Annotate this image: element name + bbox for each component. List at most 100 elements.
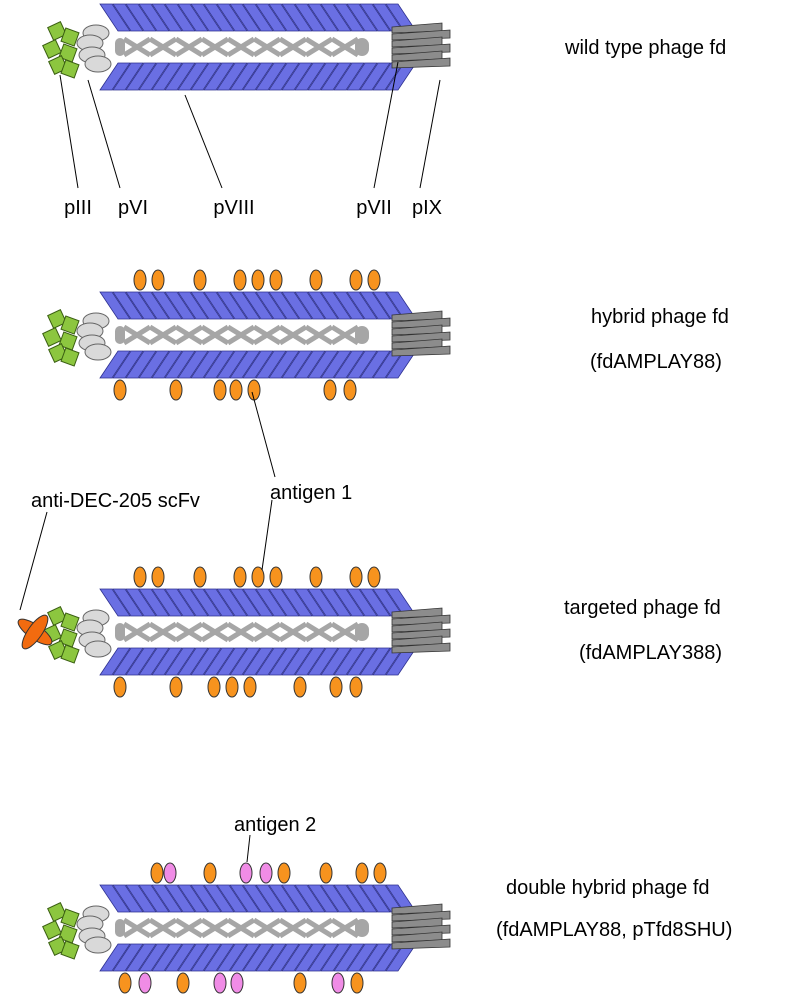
piii-icon xyxy=(60,347,80,367)
piii-icon xyxy=(47,309,67,329)
pviii-subunit xyxy=(99,350,131,379)
pviii-subunit xyxy=(164,350,196,379)
antigen-1-icon xyxy=(269,269,283,291)
label-pix: pIX xyxy=(411,197,443,219)
antigen-1-icon xyxy=(150,862,164,884)
antigen-1-icon xyxy=(269,566,283,588)
pviii-subunit xyxy=(281,943,313,972)
pviii-subunit xyxy=(333,3,365,32)
pviii-subunit xyxy=(268,588,300,617)
leader-lines xyxy=(19,61,441,863)
pviii-subunit xyxy=(190,62,222,91)
pviii-subunit xyxy=(190,350,222,379)
dna-segment xyxy=(252,324,282,346)
antigen-1-icon xyxy=(367,566,381,588)
pviii-subunit xyxy=(229,350,261,379)
antigen-1-icon xyxy=(203,862,217,884)
pviii-subunit xyxy=(125,291,157,320)
displayed-antigens xyxy=(113,269,381,401)
piii-cluster xyxy=(42,21,80,79)
pviii-subunit xyxy=(242,588,274,617)
pviii-subunit xyxy=(255,3,287,32)
pviii-subunit xyxy=(268,291,300,320)
pviii-subunit xyxy=(333,647,365,676)
antigen-1-icon xyxy=(133,269,147,291)
pviii-subunit xyxy=(138,588,170,617)
label-antigen-1: antigen 1 xyxy=(270,482,353,504)
dna-segment xyxy=(148,324,178,346)
pviii-subunit xyxy=(99,62,131,91)
pviii-subunit xyxy=(294,291,326,320)
pviii-subunit xyxy=(229,3,261,32)
piii-icon xyxy=(60,27,80,47)
pviii-subunit xyxy=(203,3,235,32)
pviii-subunit xyxy=(203,291,235,320)
leader-line xyxy=(419,79,441,189)
pviii-subunit xyxy=(190,647,222,676)
pviii-subunit xyxy=(281,3,313,32)
pviii-subunit xyxy=(268,647,300,676)
displayed-antigens xyxy=(118,862,387,994)
dna-segment xyxy=(200,917,230,939)
pviii-coat-top xyxy=(99,588,417,617)
pviii-subunit xyxy=(112,884,144,913)
piii-icon xyxy=(42,327,62,347)
label-pviii: pVIII xyxy=(213,197,255,219)
pviii-subunit xyxy=(125,588,157,617)
antigen-1-icon xyxy=(329,676,343,698)
pviii-subunit xyxy=(125,350,157,379)
antigen-1-icon xyxy=(343,379,357,401)
pviii-subunit xyxy=(216,884,248,913)
piii-icon xyxy=(60,315,80,335)
pviii-subunit xyxy=(229,62,261,91)
pviii-subunit xyxy=(333,291,365,320)
dna-segment xyxy=(330,324,360,346)
label-pvii: pVII xyxy=(356,197,392,219)
pviii-subunit xyxy=(203,943,235,972)
pviii-subunit xyxy=(346,350,378,379)
pviii-subunit xyxy=(242,350,274,379)
antigen-1-icon xyxy=(229,379,243,401)
pviii-subunit xyxy=(216,62,248,91)
pviii-subunit xyxy=(151,350,183,379)
pvi-cluster xyxy=(76,312,112,361)
pviii-subunit xyxy=(112,350,144,379)
label-piii: pIII xyxy=(64,197,92,219)
phage-title-targeted: targeted phage fd xyxy=(564,597,721,619)
dna-segment xyxy=(330,621,360,643)
pviii-subunit xyxy=(203,884,235,913)
pviii-subunit xyxy=(112,3,144,32)
pviii-subunit xyxy=(255,884,287,913)
antigen-1-icon xyxy=(233,566,247,588)
antigen-2-icon xyxy=(138,972,152,994)
pviii-subunit xyxy=(359,350,391,379)
antigen-1-icon xyxy=(367,269,381,291)
pviii-subunit xyxy=(294,647,326,676)
dna-segment xyxy=(330,36,360,58)
pviii-subunit xyxy=(268,884,300,913)
antigen-1-icon xyxy=(349,676,363,698)
leader-line xyxy=(246,834,251,863)
antigen-1-icon xyxy=(251,269,265,291)
pviii-subunit xyxy=(177,62,209,91)
pviii-subunit xyxy=(190,884,222,913)
pvii-pix-bar xyxy=(391,938,451,950)
piii-icon xyxy=(60,59,80,79)
pviii-subunit xyxy=(346,62,378,91)
pviii-subunit xyxy=(294,588,326,617)
dna-segment xyxy=(226,917,256,939)
pviii-subunit xyxy=(333,62,365,91)
pviii-subunit xyxy=(359,884,391,913)
dna-segment xyxy=(122,621,152,643)
antigen-1-icon xyxy=(247,379,261,401)
leader-line xyxy=(373,61,399,189)
dna-strand xyxy=(115,324,369,346)
pviii-subunit xyxy=(307,588,339,617)
pviii-subunit xyxy=(333,884,365,913)
antigen-1-icon xyxy=(193,269,207,291)
pviii-subunit xyxy=(242,291,274,320)
dna-segment xyxy=(174,36,204,58)
antigen-1-icon xyxy=(193,566,207,588)
antigen-1-icon xyxy=(350,972,364,994)
